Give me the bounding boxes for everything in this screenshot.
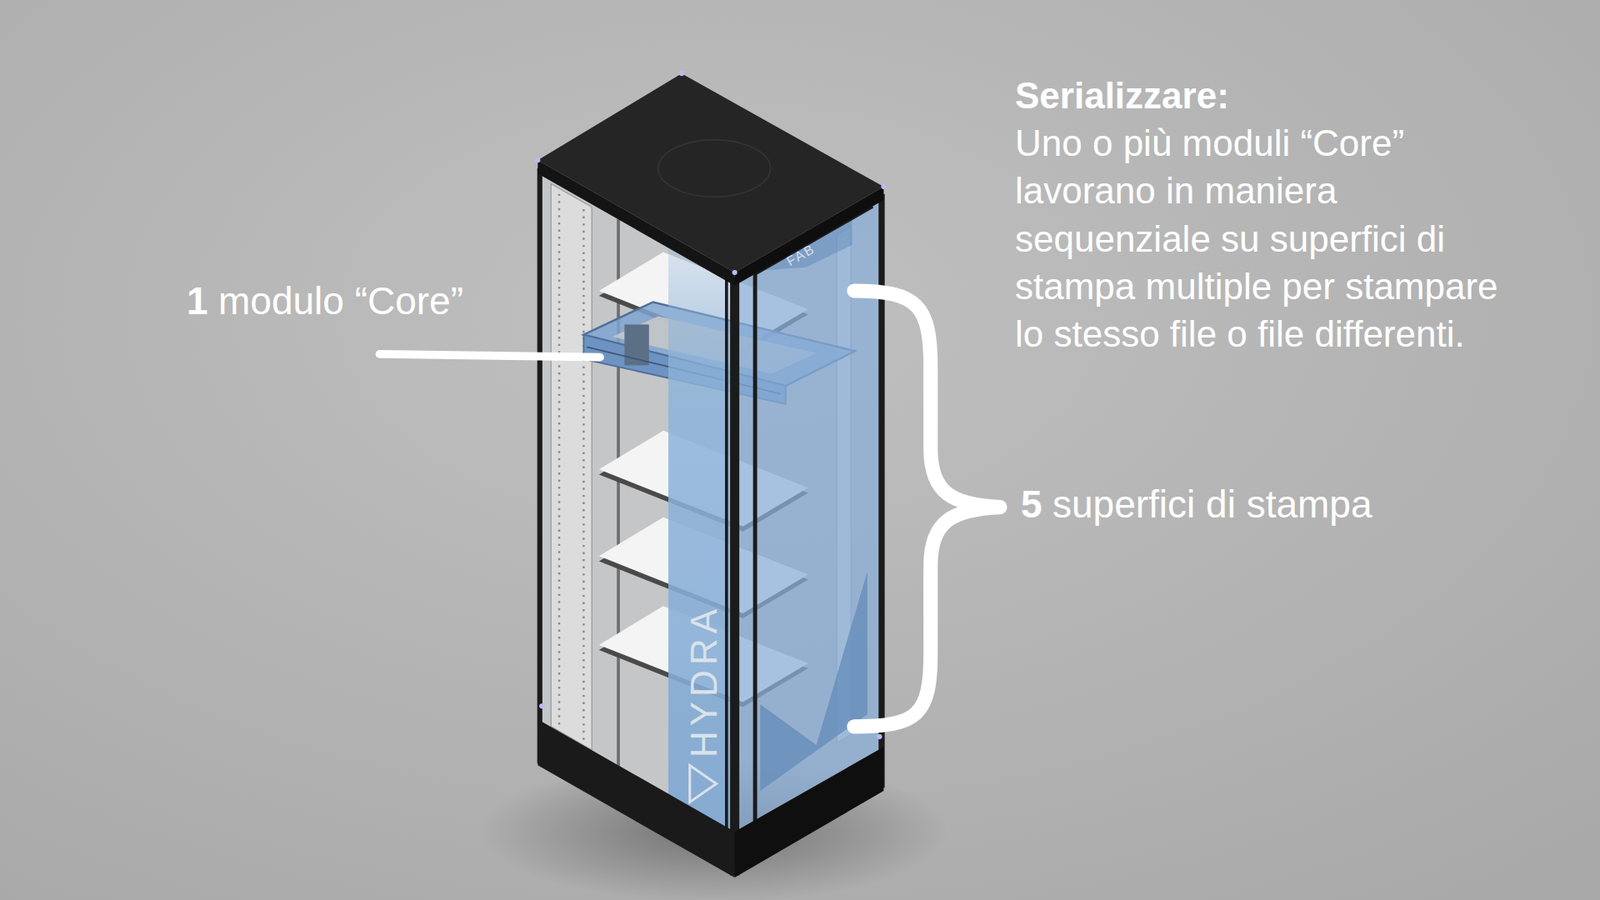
note-block: Serializzare:Uno o più moduli “Core” lav… — [1015, 71, 1532, 358]
callout-text: superfici di stampa — [1052, 481, 1373, 528]
logo-mark — [690, 765, 717, 802]
side-panel-pattern — [760, 571, 868, 791]
callout-number: 1 — [186, 278, 209, 325]
cabinet-top-edge — [537, 160, 735, 286]
logo-group: FAB — [784, 240, 819, 270]
rail-holes — [582, 209, 585, 743]
rail — [550, 183, 592, 750]
callout-core: 1modulo “Core” — [186, 278, 464, 325]
cabinet-top-edge — [735, 186, 885, 286]
callout-surfaces: 5superfici di stampa — [1020, 481, 1373, 528]
logo-text: FAB — [784, 240, 819, 270]
rail-holes — [558, 194, 560, 727]
cabinet-top — [537, 73, 884, 273]
top-vent — [658, 140, 771, 198]
note-body: Uno o più moduli “Core” lavorano in mani… — [1015, 119, 1532, 358]
callout-number: 5 — [1020, 481, 1043, 528]
logo-band — [668, 245, 735, 847]
logo-text: HYDRA — [682, 604, 727, 758]
cabinet-plinth — [735, 746, 885, 878]
note-heading: Serializzare: — [1015, 71, 1532, 120]
curly-brace — [854, 290, 1000, 727]
callout-text: modulo “Core” — [218, 278, 464, 325]
logo-group: HYDRA — [682, 604, 727, 758]
leader-line — [380, 354, 600, 358]
